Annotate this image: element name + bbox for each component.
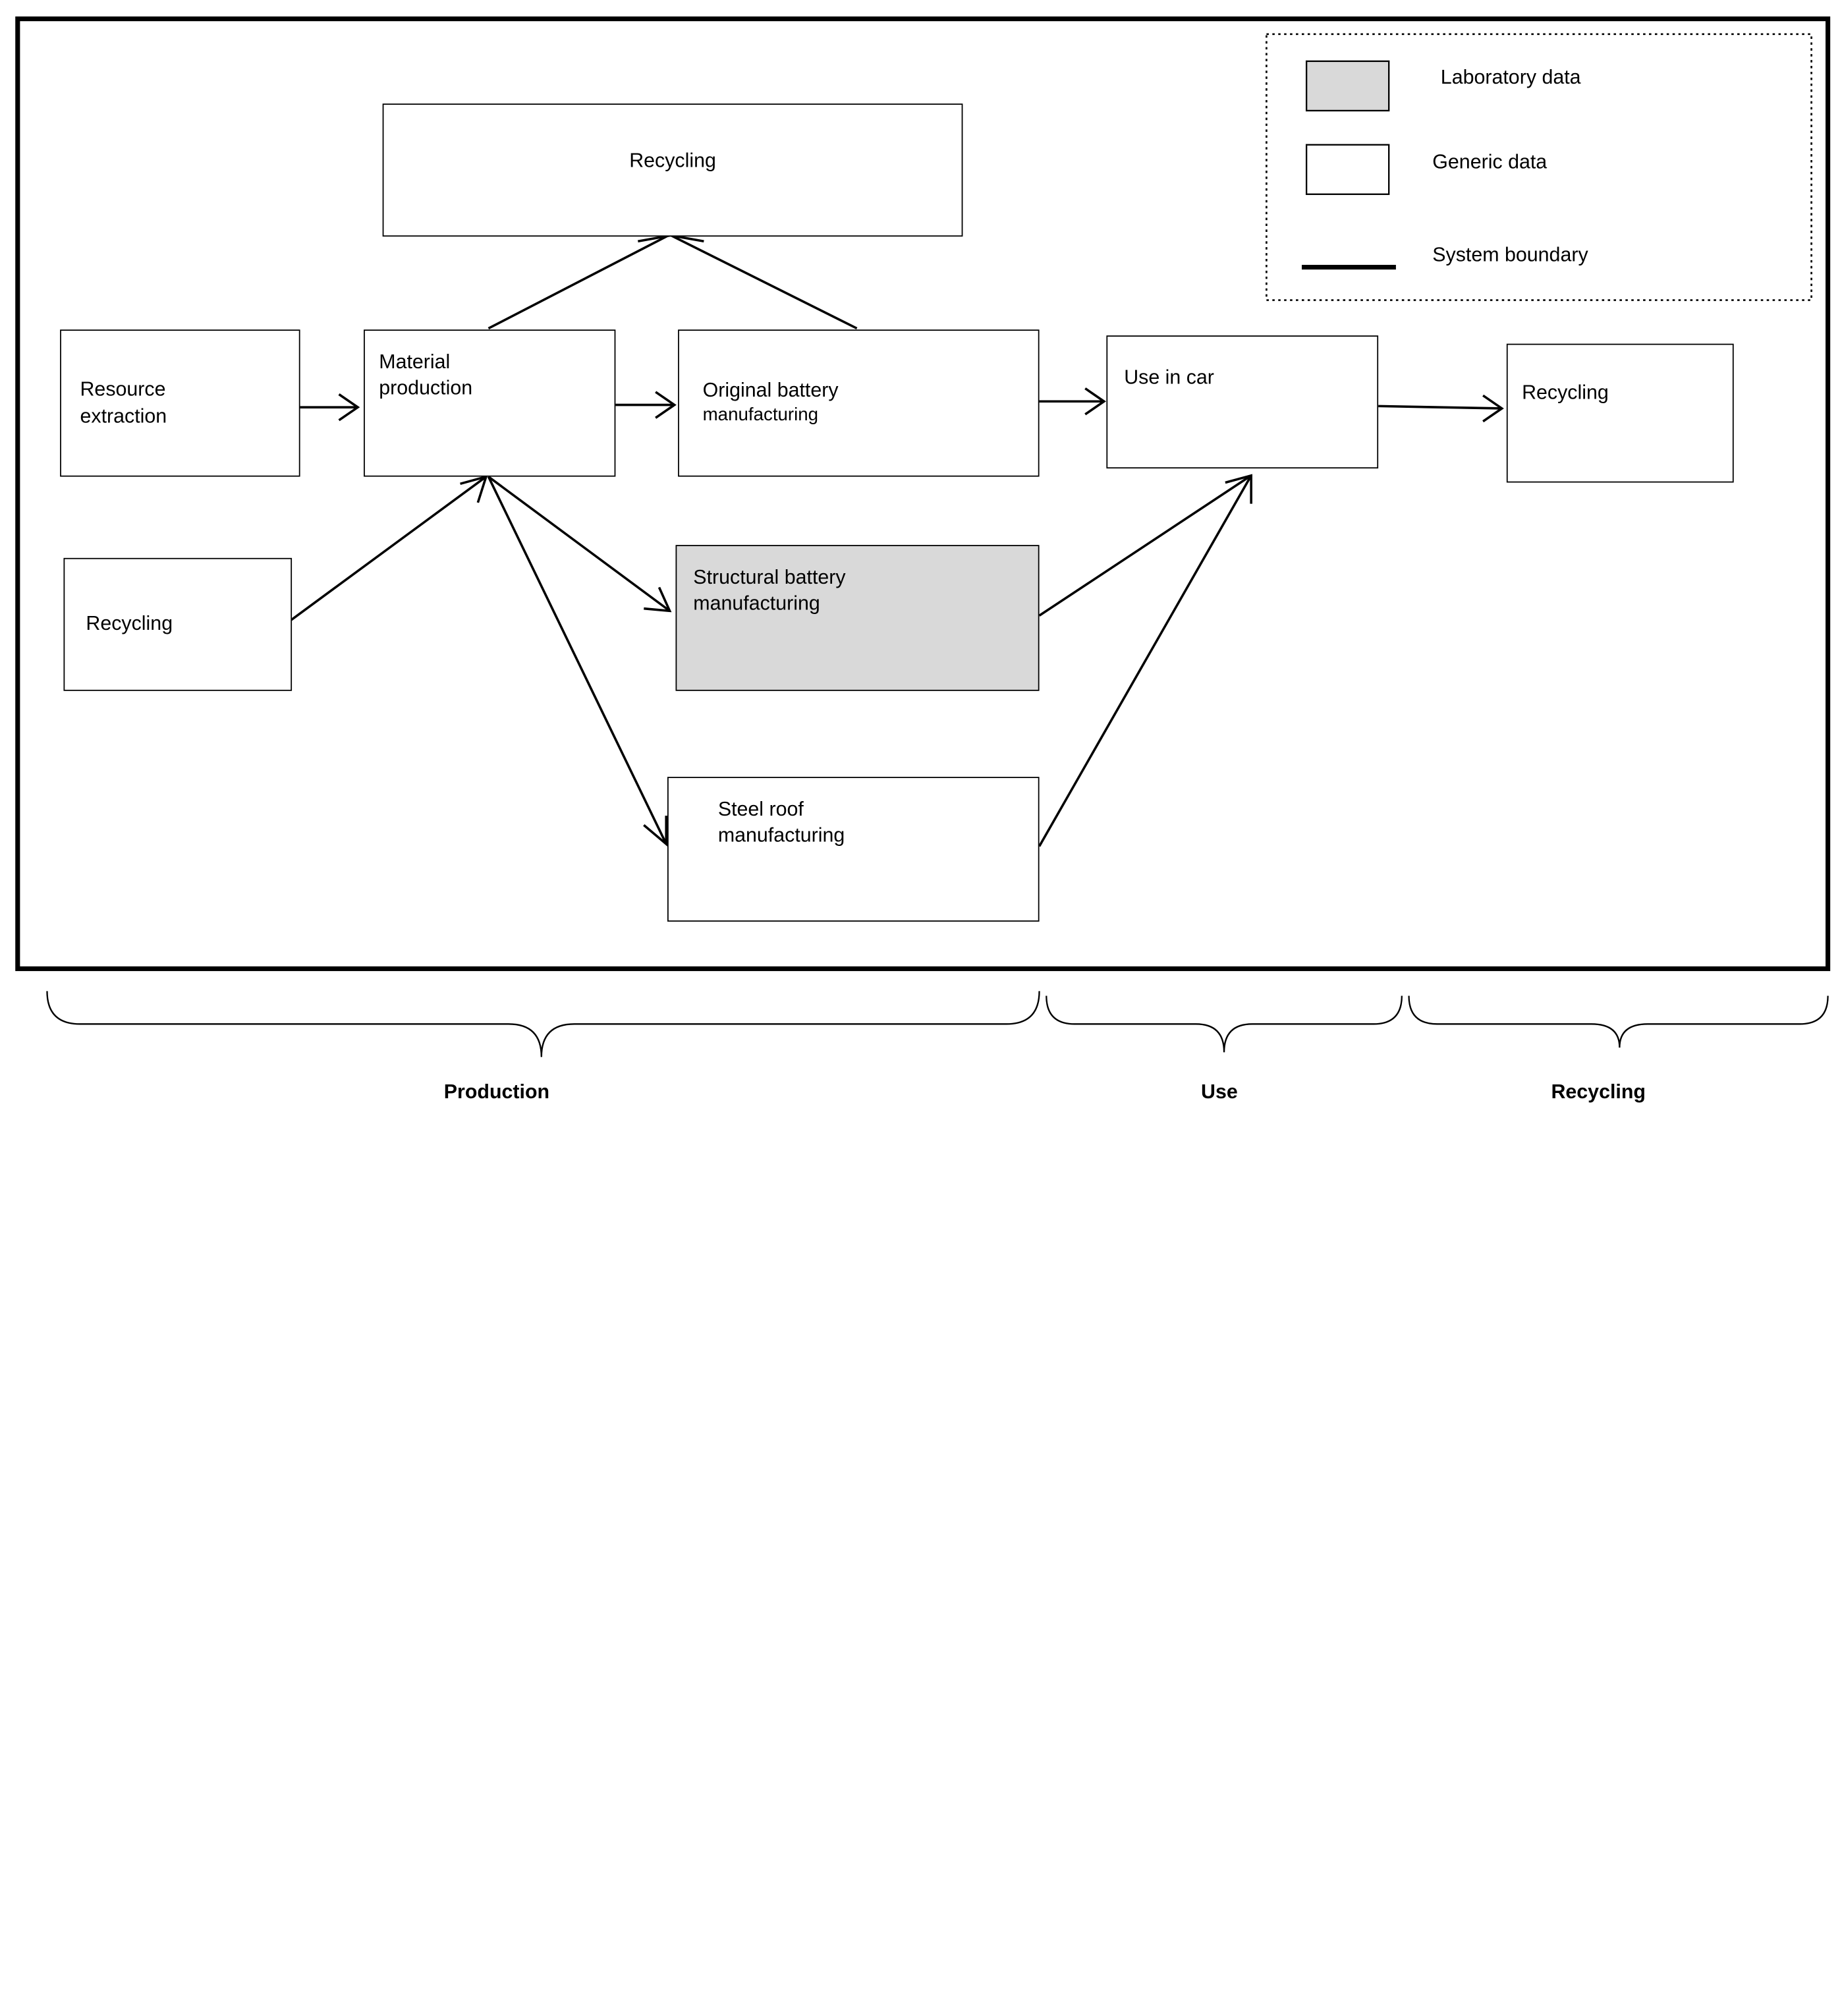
phase-label-recycling: Recycling — [1551, 1080, 1646, 1104]
arrow-steel-to-use — [1038, 474, 1252, 847]
node-original-battery-line2: manufacturing — [702, 405, 819, 426]
node-material-production: Material production — [364, 329, 616, 477]
arrowhead-material-to-steel — [643, 816, 668, 847]
legend-laboratory-swatch — [1305, 60, 1390, 112]
arrow-structural-to-use — [1038, 474, 1252, 617]
legend-laboratory-label: Laboratory data — [1440, 66, 1581, 88]
phase-label-production: Production — [443, 1080, 550, 1104]
arrow-material-to-steel — [487, 476, 667, 845]
recycling-brace — [1408, 995, 1829, 1048]
arrowhead-material-to-original — [655, 391, 677, 419]
node-recycling-top: Recycling — [382, 103, 963, 237]
arrow-original-to-recycling-top — [670, 234, 858, 330]
legend-generic-swatch — [1305, 144, 1390, 195]
node-recycling-top-label: Recycling — [629, 150, 716, 173]
arrowhead-resource-to-material — [338, 393, 360, 422]
node-resource-extraction-line2: extraction — [80, 404, 167, 427]
phase-braces — [46, 991, 1829, 1057]
arrowhead-material-to-structural — [644, 586, 672, 613]
node-structural-battery: Structural battery manufacturing — [675, 545, 1040, 691]
system-boundary-frame — [15, 16, 1831, 971]
node-recycling-right: Recycling — [1506, 343, 1734, 483]
node-material-production-line2: production — [379, 376, 473, 399]
legend-frame — [1266, 33, 1812, 301]
node-steel-roof-line2: manufacturing — [717, 824, 845, 847]
arrow-use-to-recycling — [1378, 405, 1502, 410]
arrowhead-into-use — [1225, 474, 1252, 504]
node-structural-battery-line1: Structural battery — [693, 566, 846, 589]
node-use-in-car-label: Use in car — [1124, 366, 1214, 389]
arrow-material-to-structural — [488, 476, 671, 612]
node-material-production-line1: Material — [379, 350, 451, 374]
legend-boundary-label: System boundary — [1432, 243, 1588, 266]
node-recycling-left: Recycling — [63, 557, 293, 691]
phase-label-use: Use — [1201, 1080, 1238, 1104]
node-steel-roof: Steel roof manufacturing — [667, 777, 1040, 922]
node-original-battery: Original battery manufacturing — [678, 329, 1040, 477]
node-recycling-right-label: Recycling — [1522, 381, 1609, 404]
node-structural-battery-line2: manufacturing — [693, 592, 820, 615]
arrowhead-use-to-recycling — [1482, 394, 1504, 423]
arrow-material-to-recycling-top — [488, 234, 669, 330]
production-brace — [46, 991, 1040, 1057]
arrowhead-original-to-use — [1084, 387, 1106, 416]
node-use-in-car: Use in car — [1106, 335, 1379, 469]
node-recycling-left-label: Recycling — [86, 612, 173, 635]
use-brace — [1046, 995, 1403, 1053]
node-original-battery-line1: Original battery — [702, 379, 839, 402]
arrow-recycling-to-material — [290, 476, 487, 621]
node-resource-extraction: Resource extraction — [60, 329, 300, 477]
node-resource-extraction-line1: Resource — [80, 378, 166, 401]
legend-generic-label: Generic data — [1432, 150, 1548, 173]
node-steel-roof-line1: Steel roof — [717, 798, 804, 821]
